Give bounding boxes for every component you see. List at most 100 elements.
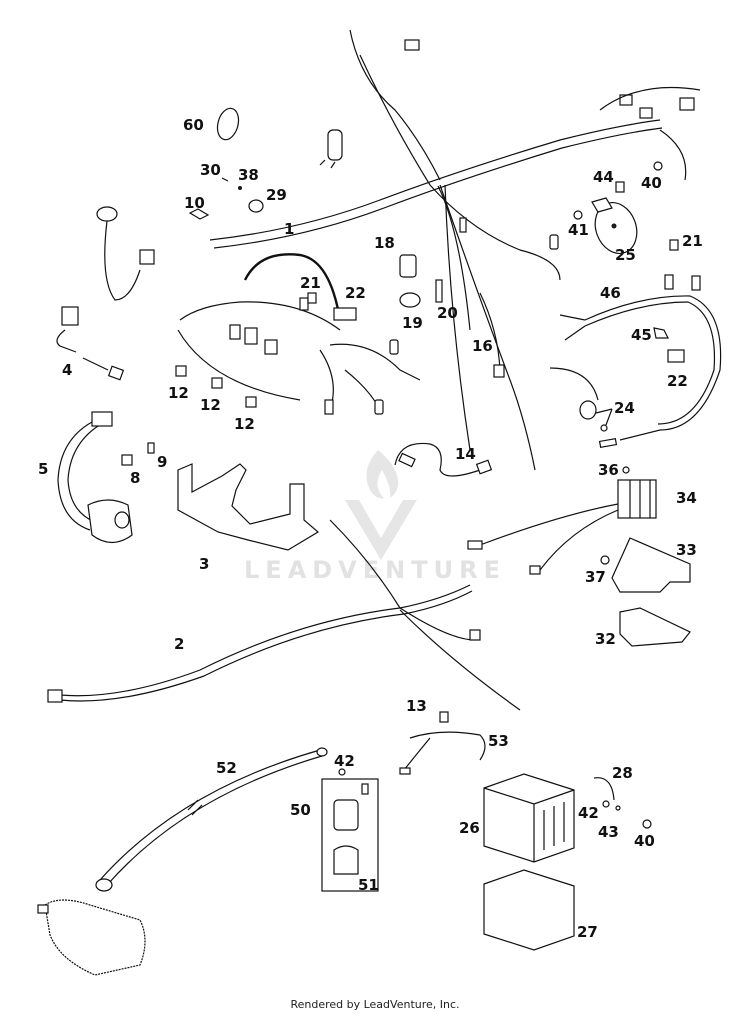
callout-38: 38: [238, 166, 259, 184]
plate-45[interactable]: [653, 327, 669, 339]
callout-10: 10: [184, 194, 205, 212]
nut-42-bottom[interactable]: [602, 800, 610, 808]
callout-37: 37: [585, 568, 606, 586]
callout-30: 30: [200, 161, 221, 179]
callout-50: 50: [290, 801, 311, 819]
battery-26[interactable]: [483, 773, 575, 863]
callout-28: 28: [612, 764, 633, 782]
starter-motor: [37, 899, 146, 976]
callout-5: 5: [38, 460, 48, 478]
relay-holder-51[interactable]: [333, 845, 359, 875]
callout-51: 51: [358, 876, 379, 894]
callout-14: 14: [455, 445, 476, 463]
callout-21-right: 21: [682, 232, 703, 250]
callout-60: 60: [183, 116, 204, 134]
starter-relay-kit-50[interactable]: [321, 778, 379, 892]
callout-12-b: 12: [200, 396, 221, 414]
sub-harness-46[interactable]: [559, 274, 722, 449]
callout-22-left: 22: [345, 284, 366, 302]
main-wiring-harness[interactable]: [177, 29, 701, 471]
callout-1: 1: [284, 220, 294, 238]
callout-4: 4: [62, 361, 72, 379]
washer-43[interactable]: [615, 805, 621, 811]
handlebar-switch-5[interactable]: [57, 411, 133, 544]
nut-36[interactable]: [622, 466, 630, 474]
callout-16: 16: [472, 337, 493, 355]
callout-33: 33: [676, 541, 697, 559]
switch-4[interactable]: [56, 306, 125, 381]
callout-26: 26: [459, 819, 480, 837]
sub-harness-2[interactable]: [47, 519, 521, 711]
callout-52: 52: [216, 759, 237, 777]
fuse-10[interactable]: [188, 208, 210, 220]
callout-29: 29: [266, 186, 287, 204]
bracket-33[interactable]: [611, 537, 691, 593]
regulator-34[interactable]: [467, 479, 657, 575]
callout-25: 25: [615, 246, 636, 264]
callout-24: 24: [614, 399, 635, 417]
terminal-9[interactable]: [147, 442, 155, 454]
footer-credit: Rendered by LeadVenture, Inc.: [290, 998, 460, 1011]
callout-9: 9: [157, 453, 167, 471]
callout-12-c: 12: [234, 415, 255, 433]
sensor-24[interactable]: [549, 367, 613, 432]
horn-25[interactable]: [588, 197, 643, 260]
sensor-cable-left[interactable]: [96, 206, 155, 301]
screw-37[interactable]: [600, 555, 610, 565]
holder-19[interactable]: [399, 292, 421, 308]
callout-36: 36: [598, 461, 619, 479]
leadventure-watermark: LEADVENTURE: [244, 450, 506, 584]
fuses-12[interactable]: [175, 365, 257, 408]
relay-8[interactable]: [121, 454, 133, 466]
bolt-41[interactable]: [573, 210, 583, 220]
callout-21-left: 21: [300, 274, 321, 292]
ground-cable-28[interactable]: [593, 777, 615, 801]
callout-labels: 60 30 38 29 10 1 44 40 41 25 21 21 22 18…: [38, 116, 703, 941]
callout-12-a: 12: [168, 384, 189, 402]
clip-30[interactable]: [221, 177, 229, 182]
callout-40-top: 40: [641, 174, 662, 192]
callout-8: 8: [130, 469, 140, 487]
callout-42-top: 42: [334, 752, 355, 770]
callout-46: 46: [600, 284, 621, 302]
battery-case-27[interactable]: [483, 869, 575, 951]
connector-21-left[interactable]: [307, 292, 317, 304]
callout-40-bottom: 40: [634, 832, 655, 850]
bracket-44[interactable]: [615, 181, 625, 193]
callout-3: 3: [199, 555, 209, 573]
callout-20: 20: [437, 304, 458, 322]
nut-42-top[interactable]: [338, 768, 346, 776]
sensor-14[interactable]: [394, 442, 493, 477]
callout-53: 53: [488, 732, 509, 750]
callout-42-bottom: 42: [578, 804, 599, 822]
ring-60[interactable]: [214, 106, 242, 142]
callout-45: 45: [631, 326, 652, 344]
pin-38[interactable]: [238, 186, 242, 190]
callout-27: 27: [577, 923, 598, 941]
bolt-40-top[interactable]: [653, 161, 663, 171]
cover-32[interactable]: [619, 607, 691, 647]
callout-2: 2: [174, 635, 184, 653]
grommet-29[interactable]: [248, 199, 264, 213]
connector-22-left[interactable]: [333, 307, 357, 321]
callout-44: 44: [593, 168, 614, 186]
callout-41: 41: [568, 221, 589, 239]
switch-16[interactable]: [479, 292, 505, 378]
fuse-harness-53[interactable]: [399, 711, 486, 775]
starter-cable-52[interactable]: [95, 747, 328, 892]
callout-19: 19: [402, 314, 423, 332]
callout-32: 32: [595, 630, 616, 648]
fuse-13[interactable]: [439, 711, 449, 723]
connector-21-right[interactable]: [669, 239, 679, 251]
bracket-20[interactable]: [435, 279, 443, 303]
capacitor-18[interactable]: [399, 254, 417, 278]
callout-18: 18: [374, 234, 395, 252]
callout-22-right: 22: [667, 372, 688, 390]
watermark-text: LEADVENTURE: [244, 556, 506, 584]
callout-13: 13: [406, 697, 427, 715]
connector-22-right[interactable]: [667, 349, 685, 363]
callout-43: 43: [598, 823, 619, 841]
bolt-40-bottom[interactable]: [642, 819, 652, 829]
bracket-3[interactable]: [177, 463, 320, 551]
